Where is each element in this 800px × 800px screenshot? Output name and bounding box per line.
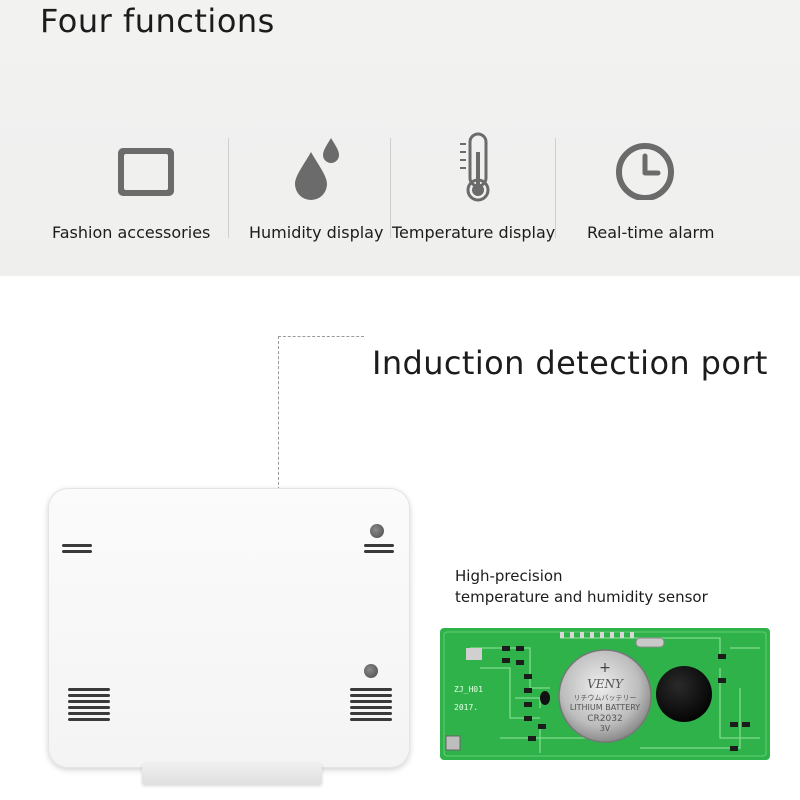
- vent-slots: [350, 688, 392, 724]
- vent-slots: [62, 544, 92, 556]
- function-label: Humidity display: [249, 223, 384, 242]
- function-fashion-accessories: Fashion accessories: [52, 130, 210, 242]
- leader-line: [278, 336, 364, 337]
- battery-voltage: 3V: [600, 724, 611, 733]
- functions-band: [0, 0, 800, 276]
- display-frame-icon: [110, 130, 180, 200]
- divider: [390, 138, 391, 238]
- sensor-caption-line2: temperature and humidity sensor: [455, 588, 708, 606]
- board-year: 2017.: [454, 703, 478, 712]
- clock-icon: [610, 130, 680, 201]
- vent-slots: [68, 688, 110, 724]
- function-temperature-display: Temperature display: [392, 130, 555, 242]
- device-stand: [142, 762, 322, 784]
- divider: [555, 138, 556, 238]
- sensor-port-dot: [370, 524, 384, 538]
- vent-slots: [364, 544, 394, 556]
- battery-brand: VENY: [587, 677, 624, 691]
- sensor-caption: High-precision temperature and humidity …: [455, 566, 708, 608]
- sensor-caption-line1: High-precision: [455, 567, 563, 585]
- function-label: Temperature display: [392, 223, 556, 242]
- thermometer-icon: [445, 130, 515, 202]
- function-real-time-alarm: Real-time alarm: [587, 130, 714, 242]
- battery-type: LITHIUM BATTERY: [570, 703, 640, 712]
- battery-jp-label: リチウムバッテリー: [574, 694, 637, 702]
- device-back-panel: [48, 488, 410, 768]
- pcb-board: + VENY リチウムバッテリー LITHIUM BATTERY CR2032 …: [440, 628, 770, 760]
- board-id: ZJ_H01: [454, 685, 483, 694]
- function-label: Real-time alarm: [587, 223, 715, 242]
- battery-model: CR2032: [587, 714, 622, 724]
- water-drops-icon: [285, 130, 355, 200]
- function-label: Fashion accessories: [52, 223, 211, 242]
- svg-text:+: +: [599, 660, 611, 676]
- section-title: Induction detection port: [372, 344, 768, 382]
- sensor-port-dot: [364, 664, 378, 678]
- divider: [228, 138, 229, 238]
- function-humidity-display: Humidity display: [249, 130, 383, 242]
- page-title: Four functions: [40, 2, 275, 40]
